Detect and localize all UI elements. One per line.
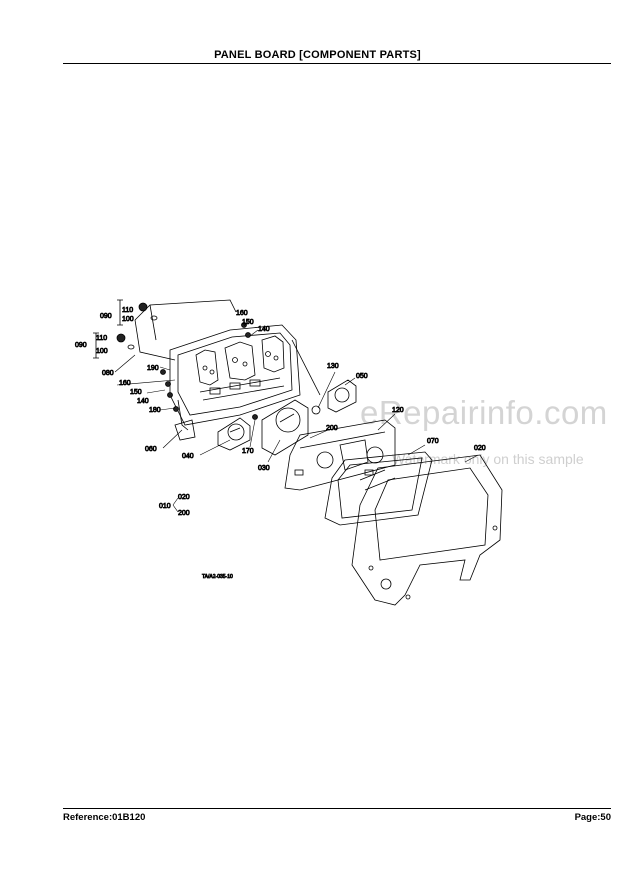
page-number: Page:50 [574,812,611,823]
callout-150: 150 [242,319,254,326]
callout-170: 170 [242,448,254,455]
panel-cover-020 [351,454,503,606]
leader-lines [114,321,479,513]
callout-100: 100 [96,348,108,355]
rear-panel-frame [134,299,321,441]
callout-060: 060 [145,446,157,453]
callout-050: 050 [356,373,368,380]
face-panel-120 [284,419,396,491]
callout-160: 160 [119,380,131,387]
watermark-site: eRepairinfo.com [360,394,608,431]
callout-110: 110 [122,307,133,314]
callout-160: 160 [236,310,248,317]
reference-label: Reference:01B120 [63,812,146,823]
screw-parts-left [93,299,251,412]
callout-040: 040 [182,453,194,460]
callout-090: 090 [75,342,87,349]
callout-200: 200 [326,425,338,432]
callout-110: 110 [96,335,107,342]
callout-200: 200 [178,510,190,517]
callout-020: 020 [474,445,486,452]
callout-190: 190 [147,365,159,372]
callout-150: 150 [130,389,142,396]
callout-090: 090 [100,313,112,320]
header-rule [63,63,611,64]
gauge-050 [311,379,357,415]
figure-code: TA/A2-035-10 [202,574,233,580]
callout-130: 130 [327,363,339,370]
footer-rule [63,808,611,809]
callout-180: 180 [149,407,161,414]
callout-010: 010 [159,503,171,510]
gauge-030 [252,399,309,456]
callout-080: 080 [102,370,114,377]
page-title: PANEL BOARD [COMPONENT PARTS] [214,49,421,61]
lens-070 [324,451,433,526]
callout-020: 020 [178,494,190,501]
watermark-note: Watermark only on this sample [392,451,584,467]
callout-140: 140 [137,398,149,405]
callout-140: 140 [258,326,270,333]
callout-120: 120 [392,407,404,414]
gauge-040 [217,417,251,451]
callout-100: 100 [122,316,134,323]
callout-070: 070 [427,438,439,445]
callout-030: 030 [258,465,270,472]
